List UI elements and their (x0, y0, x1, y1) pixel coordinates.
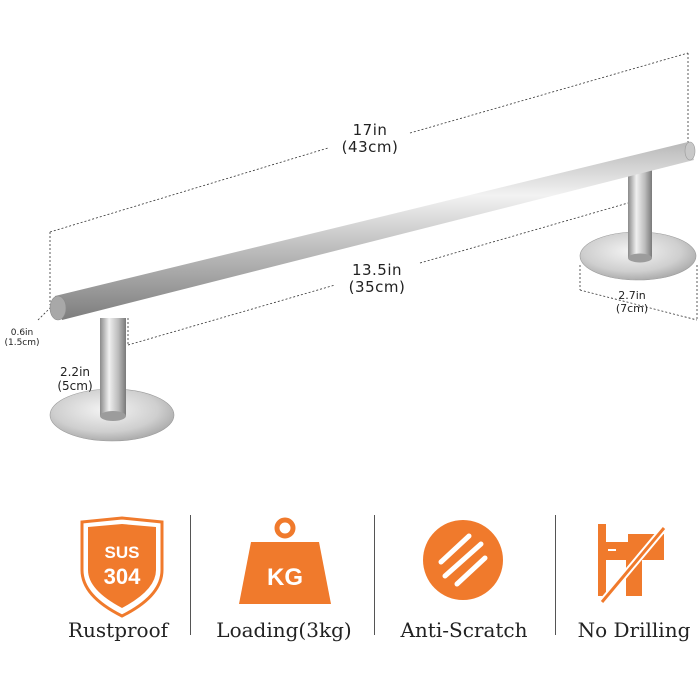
no-drill-icon (598, 524, 667, 605)
span-line-right (419, 202, 629, 264)
span-length-label: 13.5in (35cm) (333, 261, 421, 297)
base-diameter-line (579, 289, 698, 321)
base-diameter-label: 2.7in (7cm) (604, 289, 660, 315)
base-diameter-cm: (7cm) (615, 301, 649, 315)
span-length-in: 13.5in (351, 261, 403, 279)
total-length-line-left (49, 147, 329, 233)
feature-label-anti-scratch: Anti-Scratch (400, 618, 528, 642)
kg-text: KG (267, 564, 303, 591)
bar-body (55, 142, 694, 320)
shield-text-sus: SUS (105, 543, 140, 562)
total-length-in: 17in (352, 121, 388, 139)
bar-end-right (684, 141, 696, 161)
left-post (100, 318, 126, 416)
left-mount (49, 318, 175, 442)
span-length-cm: (35cm) (348, 278, 406, 297)
bar-diameter-in: 0.6in (10, 328, 34, 338)
base-diameter-in: 2.7in (618, 289, 646, 302)
feature-label-no-drilling: No Drilling (577, 618, 691, 642)
total-length-cm: (43cm) (341, 138, 399, 157)
separator-3 (555, 515, 556, 635)
post-height-label: 2.2in (5cm) (48, 365, 102, 394)
feature-label-loading: Loading(3kg) (216, 618, 352, 642)
total-length-label: 17in (43cm) (330, 121, 410, 157)
separator-1 (190, 515, 191, 635)
separator-2 (374, 515, 375, 635)
post-height-cm: (5cm) (57, 378, 93, 393)
bar-diameter-line (37, 299, 59, 321)
shield-text-304: 304 (104, 564, 141, 589)
right-post-foot (628, 253, 652, 263)
bar-end-left (49, 295, 67, 321)
shield-sus304-icon: SUS 304 (80, 516, 164, 618)
post-height-in: 2.2in (59, 365, 91, 379)
weight-kg-icon: KG (239, 517, 331, 604)
right-mount (579, 168, 697, 281)
bar-diameter-cm: (1.5cm) (4, 338, 40, 349)
left-post-foot (100, 411, 126, 421)
anti-scratch-icon (423, 520, 503, 600)
right-post (628, 168, 652, 258)
towel-bar (49, 141, 696, 321)
bar-diameter-label: 0.6in (1.5cm) (0, 328, 44, 349)
feature-label-rustproof: Rustproof (67, 618, 169, 642)
total-length-line-right (409, 52, 689, 134)
dimension-lines (37, 52, 698, 413)
